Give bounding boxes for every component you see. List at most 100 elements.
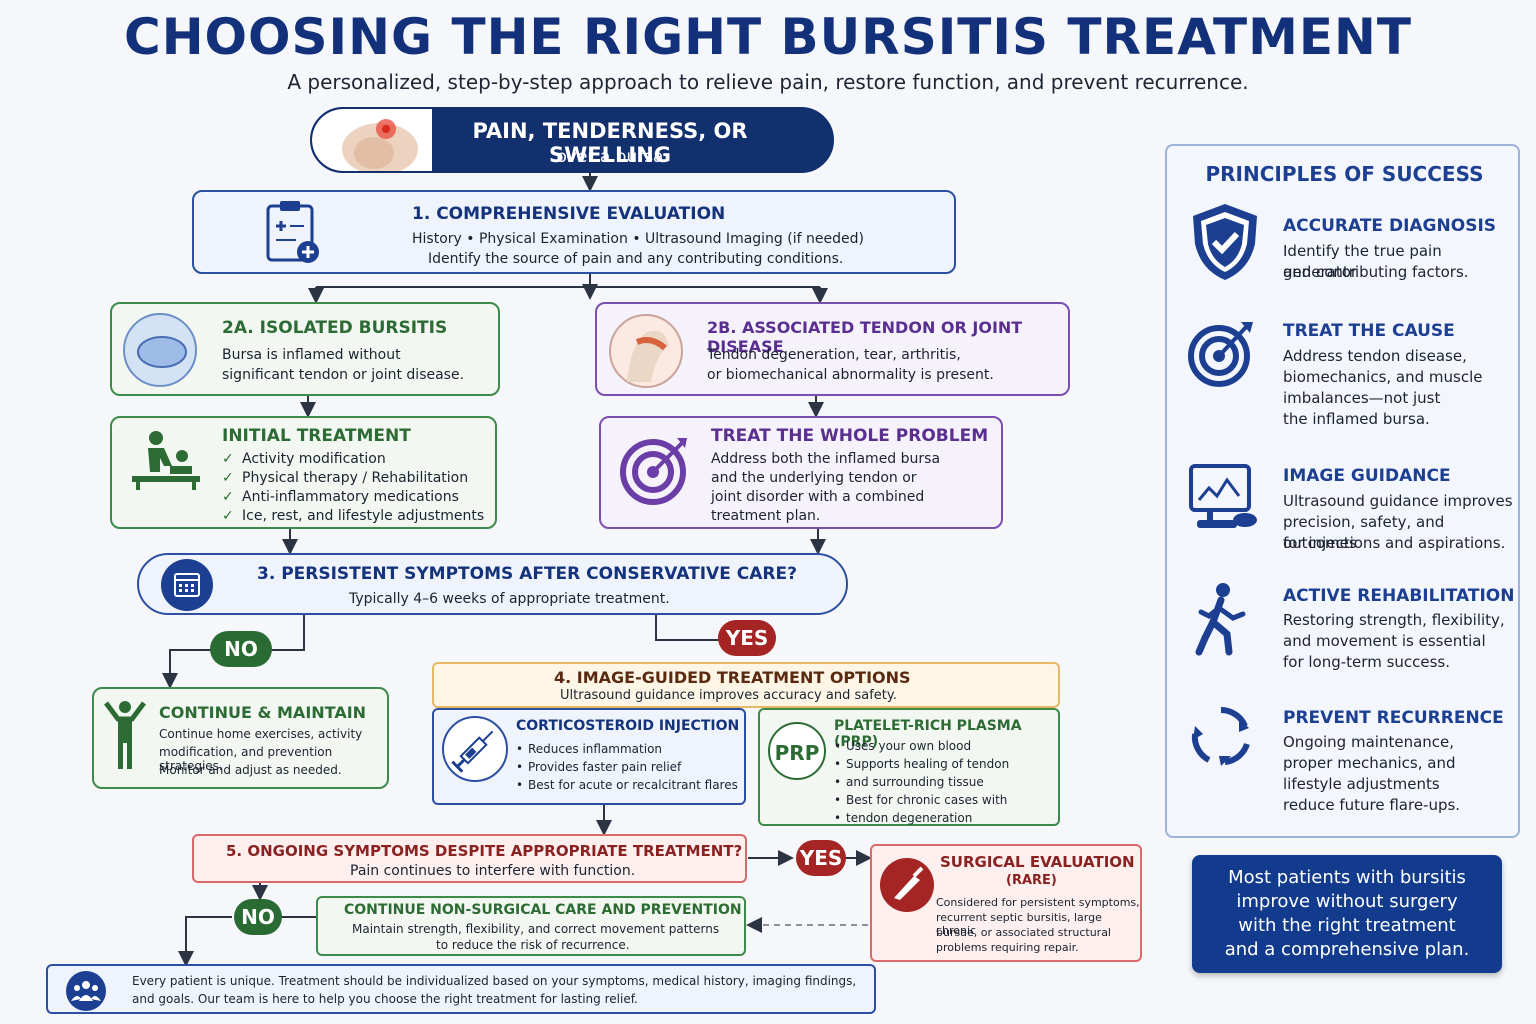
maintain-line: Monitor and adjust as needed.	[159, 763, 342, 777]
principle-text: reduce future flare-ups.	[1283, 796, 1461, 814]
persistent-title: 3. PERSISTENT SYMPTOMS AFTER CONSERVATIV…	[257, 564, 797, 584]
initial-list: Activity modification Physical therapy /…	[222, 450, 484, 526]
no-pill-2: NO	[234, 899, 282, 935]
principle-text: the inflamed bursa.	[1283, 410, 1430, 428]
surgical-evaluation-box: SURGICAL EVALUATION (RARE) Considered fo…	[870, 844, 1142, 962]
prp-item: Supports healing of tendon	[834, 755, 1009, 773]
initial-item: Anti-inflammatory medications	[222, 488, 484, 507]
footer-line2: and goals. Our team is here to help you …	[132, 992, 638, 1006]
principle-title: PREVENT RECURRENCE	[1283, 708, 1504, 728]
principle-text: lifestyle adjustments	[1283, 775, 1440, 793]
page-subtitle: A personalized, step-by-step approach to…	[287, 70, 1249, 94]
start-box: PAIN, TENDERNESS, OR SWELLING over a bur…	[310, 107, 834, 173]
maintain-title: CONTINUE & MAINTAIN	[159, 703, 367, 722]
principle-title: TREAT THE CAUSE	[1283, 321, 1455, 341]
ultrasound-monitor-icon	[1189, 464, 1257, 528]
joint-tendon-illustration-icon	[609, 314, 683, 388]
ongoing-symptoms-box: 5. ONGOING SYMPTOMS DESPITE APPROPRIATE …	[192, 834, 747, 883]
ongoing-title: 5. ONGOING SYMPTOMS DESPITE APPROPRIATE …	[226, 842, 743, 860]
nonsurgical-line1: Maintain strength, flexibility, and corr…	[352, 922, 720, 936]
image-guided-sub: Ultrasound guidance improves accuracy an…	[560, 688, 897, 703]
principle-text: Restoring strength, flexibility,	[1283, 611, 1505, 629]
syringe-icon-badge	[442, 716, 508, 782]
cortico-title: CORTICOSTEROID INJECTION	[516, 718, 740, 734]
image-guided-title: 4. IMAGE-GUIDED TREATMENT OPTIONS	[554, 668, 911, 687]
whole-line: joint disorder with a combined	[711, 489, 925, 505]
yes-pill-2: YES	[796, 840, 846, 876]
maintain-line: modification, and prevention strategies.	[159, 745, 333, 773]
walking-person-icon	[1195, 583, 1246, 656]
initial-item: Ice, rest, and lifestyle adjustments	[222, 507, 484, 526]
prp-item-continued: tendon degeneration	[846, 811, 973, 825]
callout-line: with the right treatment	[1238, 915, 1456, 936]
surgical-title: SURGICAL EVALUATION	[940, 853, 1135, 871]
surgical-line: Considered for persistent symptoms,	[936, 896, 1140, 909]
cortico-item: Reduces inflammation	[516, 740, 738, 758]
nonsurgical-line2: to reduce the risk of recurrence.	[436, 938, 630, 952]
evaluation-box: 1. COMPREHENSIVE EVALUATION History • Ph…	[192, 190, 956, 274]
principle-text: for injections and aspirations.	[1283, 534, 1506, 552]
callout-line: improve without surgery	[1236, 891, 1458, 912]
cortico-list: Reduces inflammation Provides faster pai…	[516, 740, 738, 794]
start-title: PAIN, TENDERNESS, OR SWELLING	[472, 119, 748, 167]
prp-list: Uses your own blood Supports healing of …	[834, 737, 1009, 827]
prp-item: and surrounding tissue	[834, 773, 1009, 791]
principle-title: IMAGE GUIDANCE	[1283, 466, 1451, 486]
image-guided-box: 4. IMAGE-GUIDED TREATMENT OPTIONS Ultras…	[432, 662, 1060, 708]
treat-whole-box: TREAT THE WHOLE PROBLEM Address both the…	[599, 416, 1003, 529]
principle-title: ACCURATE DIAGNOSIS	[1283, 216, 1497, 236]
syringe-icon	[451, 730, 494, 773]
principle-text: Address tendon disease,	[1283, 347, 1467, 365]
person-arms-up-icon	[104, 701, 146, 769]
prp-item: tendon degeneration	[834, 809, 1009, 827]
callout-line: and a comprehensive plan.	[1224, 939, 1470, 960]
initial-title: INITIAL TREATMENT	[222, 426, 411, 446]
principles-panel: PRINCIPLES OF SUCCESS ACCURATE DIAGNOSIS…	[1165, 144, 1520, 838]
surgical-sub: (RARE)	[1006, 873, 1057, 888]
people-group-icon	[71, 981, 101, 1001]
prp-item: Best for chronic cases with	[834, 791, 1009, 809]
surgical-line: recurrent septic bursitis, large chronic	[936, 911, 1102, 937]
initial-item: Activity modification	[222, 450, 484, 469]
principle-text: Identify the true pain generator	[1283, 242, 1442, 281]
evaluation-line2: Identify the source of pain and any cont…	[428, 251, 844, 267]
prp-badge: PRP	[768, 722, 826, 780]
principle-text: for long-term success.	[1283, 653, 1451, 671]
cycle-arrows-icon	[1191, 707, 1250, 766]
scalpel-icon	[894, 866, 924, 900]
associated-title: 2B. ASSOCIATED TENDON OR JOINT DISEASE	[707, 318, 1023, 356]
prp-item: Uses your own blood	[834, 737, 1009, 755]
yes-pill: YES	[718, 620, 776, 656]
principle-text: and movement is essential	[1283, 632, 1486, 650]
whole-title: TREAT THE WHOLE PROBLEM	[711, 426, 989, 446]
cortico-item: Provides faster pain relief	[516, 758, 738, 776]
associated-disease-box: 2B. ASSOCIATED TENDON OR JOINT DISEASE T…	[595, 302, 1070, 396]
principle-text: imbalances—not just	[1283, 389, 1441, 407]
prp-item-continued: and surrounding tissue	[846, 775, 984, 789]
associated-line1: Tendon degeneration, tear, arthritis,	[707, 347, 961, 363]
target-icon	[620, 438, 687, 505]
whole-line: and the underlying tendon or	[711, 470, 917, 486]
initial-treatment-box: INITIAL TREATMENT Activity modification …	[110, 416, 497, 529]
non-surgical-care-box: CONTINUE NON-SURGICAL CARE AND PREVENTIO…	[316, 896, 746, 956]
persistent-symptoms-box: 3. PERSISTENT SYMPTOMS AFTER CONSERVATIV…	[137, 553, 848, 615]
callout-line: Most patients with bursitis	[1228, 867, 1466, 888]
shield-check-icon	[1193, 204, 1257, 280]
callout-box: Most patients with bursitis improve with…	[1192, 855, 1502, 973]
evaluation-title: 1. COMPREHENSIVE EVALUATION	[412, 204, 726, 224]
principle-text: Ultrasound guidance improves	[1283, 492, 1513, 510]
calendar-icon-badge	[161, 559, 213, 611]
no-pill: NO	[210, 631, 272, 667]
maintain-line: Continue home exercises, activity	[159, 727, 363, 741]
nonsurgical-title: CONTINUE NON-SURGICAL CARE AND PREVENTIO…	[344, 902, 742, 918]
calendar-icon	[174, 573, 200, 597]
ongoing-sub: Pain continues to interfere with functio…	[350, 863, 636, 879]
principle-text: precision, safety, and outcomes	[1283, 513, 1445, 552]
prp-box: PRP PLATELET-RICH PLASMA (PRP) Uses your…	[758, 708, 1060, 827]
surgical-line: problems requiring repair.	[936, 941, 1079, 954]
target-icon	[1188, 322, 1253, 387]
principle-text: Ongoing maintenance,	[1283, 733, 1455, 751]
evaluation-line1: History • Physical Examination • Ultraso…	[412, 231, 864, 247]
bursa-illustration-icon	[123, 313, 197, 387]
